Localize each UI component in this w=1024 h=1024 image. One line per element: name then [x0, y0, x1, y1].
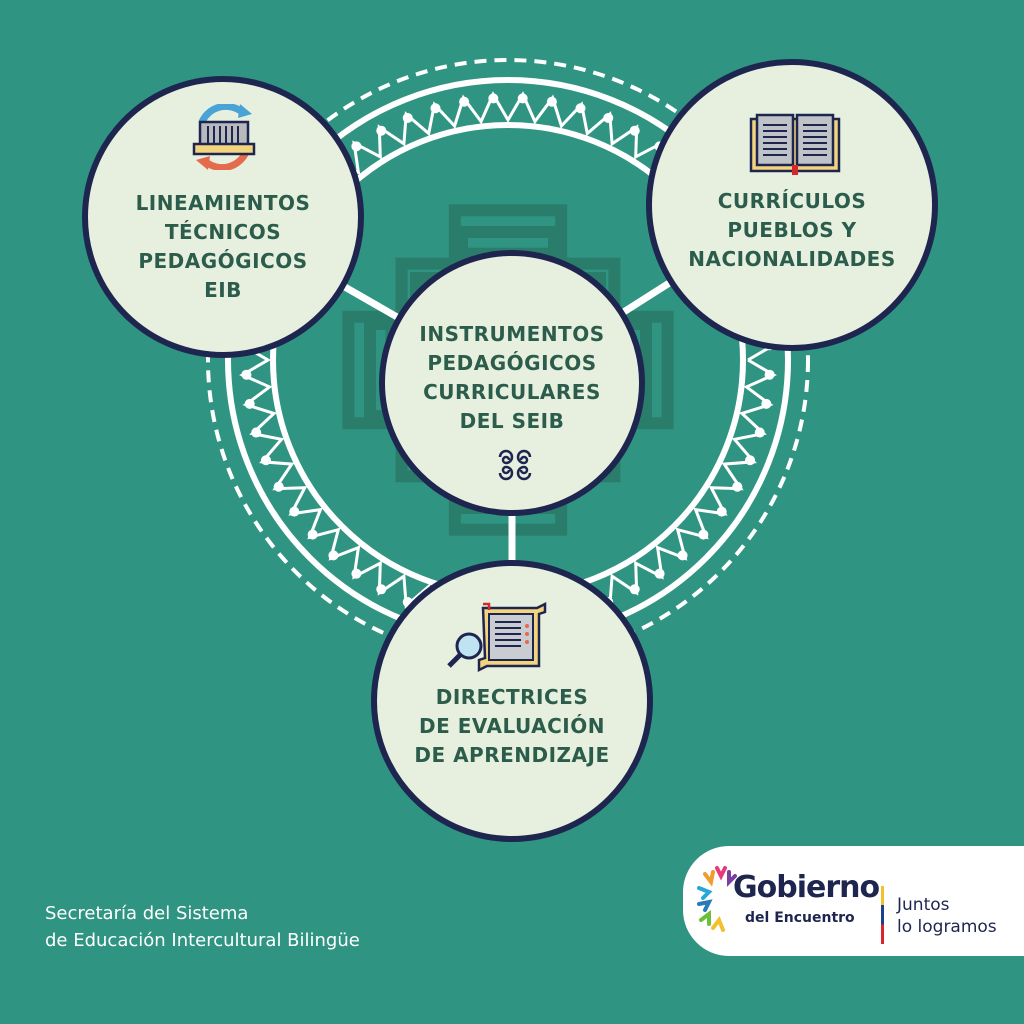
title-line: DE EVALUACIÓN: [419, 714, 605, 738]
slogan-line: lo logramos: [897, 917, 997, 937]
ring-dot: [754, 427, 765, 438]
directrices-title: DIRECTRICES DE EVALUACIÓN DE APRENDIZAJE: [377, 683, 647, 770]
title-line: CURRÍCULOS: [717, 189, 867, 213]
node-lineamientos: LINEAMIENTOS TÉCNICOS PEDAGÓGICOS EIB: [82, 76, 364, 358]
ring-dot: [716, 506, 727, 517]
ring-dot: [629, 125, 640, 136]
ring-dot: [244, 398, 255, 409]
node-curriculos: CURRÍCULOS PUEBLOS Y NACIONALIDADES: [646, 59, 938, 351]
title-line: DE APRENDIZAJE: [414, 743, 610, 767]
ring-dot: [351, 568, 362, 579]
ring-dot: [430, 103, 441, 114]
lineamientos-title: LINEAMIENTOS TÉCNICOS PEDAGÓGICOS EIB: [88, 189, 358, 305]
ring-dot: [351, 141, 362, 152]
ring-dot: [654, 568, 665, 579]
title-line: PEDAGÓGICOS: [138, 249, 308, 273]
ring-dot: [603, 112, 614, 123]
ring-dot: [745, 455, 756, 466]
ring-dot: [241, 369, 252, 380]
title-line: NACIONALIDADES: [688, 247, 896, 271]
node-instrumentos: INSTRUMENTOS PEDAGÓGICOS CURRICULARES DE…: [379, 250, 645, 516]
ring-dot: [546, 96, 557, 107]
title-line: PUEBLOS Y: [727, 218, 857, 242]
ring-dot: [307, 529, 318, 540]
footer-line: de Educación Intercultural Bilingüe: [45, 930, 360, 951]
title-line: PEDAGÓGICOS: [427, 351, 597, 375]
ring-dot: [376, 584, 387, 595]
ring-dot: [517, 93, 528, 104]
ring-dot: [376, 125, 387, 136]
ring-dot: [575, 103, 586, 114]
flag-separator: [881, 886, 884, 944]
spiral-ornament-icon: [498, 449, 532, 481]
title-line: INSTRUMENTOS: [419, 322, 605, 346]
gobierno-slogan: Juntos lo logramos: [897, 894, 997, 938]
ring-dot: [289, 506, 300, 517]
ring-dot: [629, 584, 640, 595]
refresh-document-icon: [192, 104, 256, 170]
title-line: EIB: [204, 278, 242, 302]
ring-dot: [764, 369, 775, 380]
scroll-magnifier-icon: [447, 602, 547, 672]
gobierno-logo: Gobierno del Encuentro Juntos lo logramo…: [683, 846, 1024, 956]
footer-institution: Secretaría del Sistema de Educación Inte…: [45, 900, 360, 954]
cross-step-outline: [342, 204, 674, 536]
ring-dot: [732, 481, 743, 492]
title-line: TÉCNICOS: [164, 220, 282, 244]
ring-dot: [251, 427, 262, 438]
title-line: DEL SEIB: [459, 409, 565, 433]
ring-dot: [677, 550, 688, 561]
ring-dot: [402, 112, 413, 123]
open-book-icon: [749, 113, 841, 175]
ring-dot: [761, 398, 772, 409]
title-line: LINEAMIENTOS: [135, 191, 311, 215]
ring-dot: [488, 93, 499, 104]
instrumentos-title: INSTRUMENTOS PEDAGÓGICOS CURRICULARES DE…: [385, 320, 639, 436]
gobierno-wordmark: Gobierno: [733, 870, 880, 905]
curriculos-title: CURRÍCULOS PUEBLOS Y NACIONALIDADES: [652, 187, 932, 274]
node-directrices: DIRECTRICES DE EVALUACIÓN DE APRENDIZAJE: [371, 560, 653, 842]
footer-line: Secretaría del Sistema: [45, 903, 249, 924]
ring-dot: [698, 529, 709, 540]
slogan-line: Juntos: [897, 895, 950, 915]
ring-dot: [260, 455, 271, 466]
title-line: CURRICULARES: [423, 380, 601, 404]
gobierno-subname: del Encuentro: [745, 910, 855, 926]
starburst-icon: [697, 866, 737, 932]
ring-dot: [459, 96, 470, 107]
zigzag-pattern: [239, 91, 777, 629]
title-line: DIRECTRICES: [435, 685, 589, 709]
ring-dot: [273, 481, 284, 492]
ring-dot: [328, 550, 339, 561]
